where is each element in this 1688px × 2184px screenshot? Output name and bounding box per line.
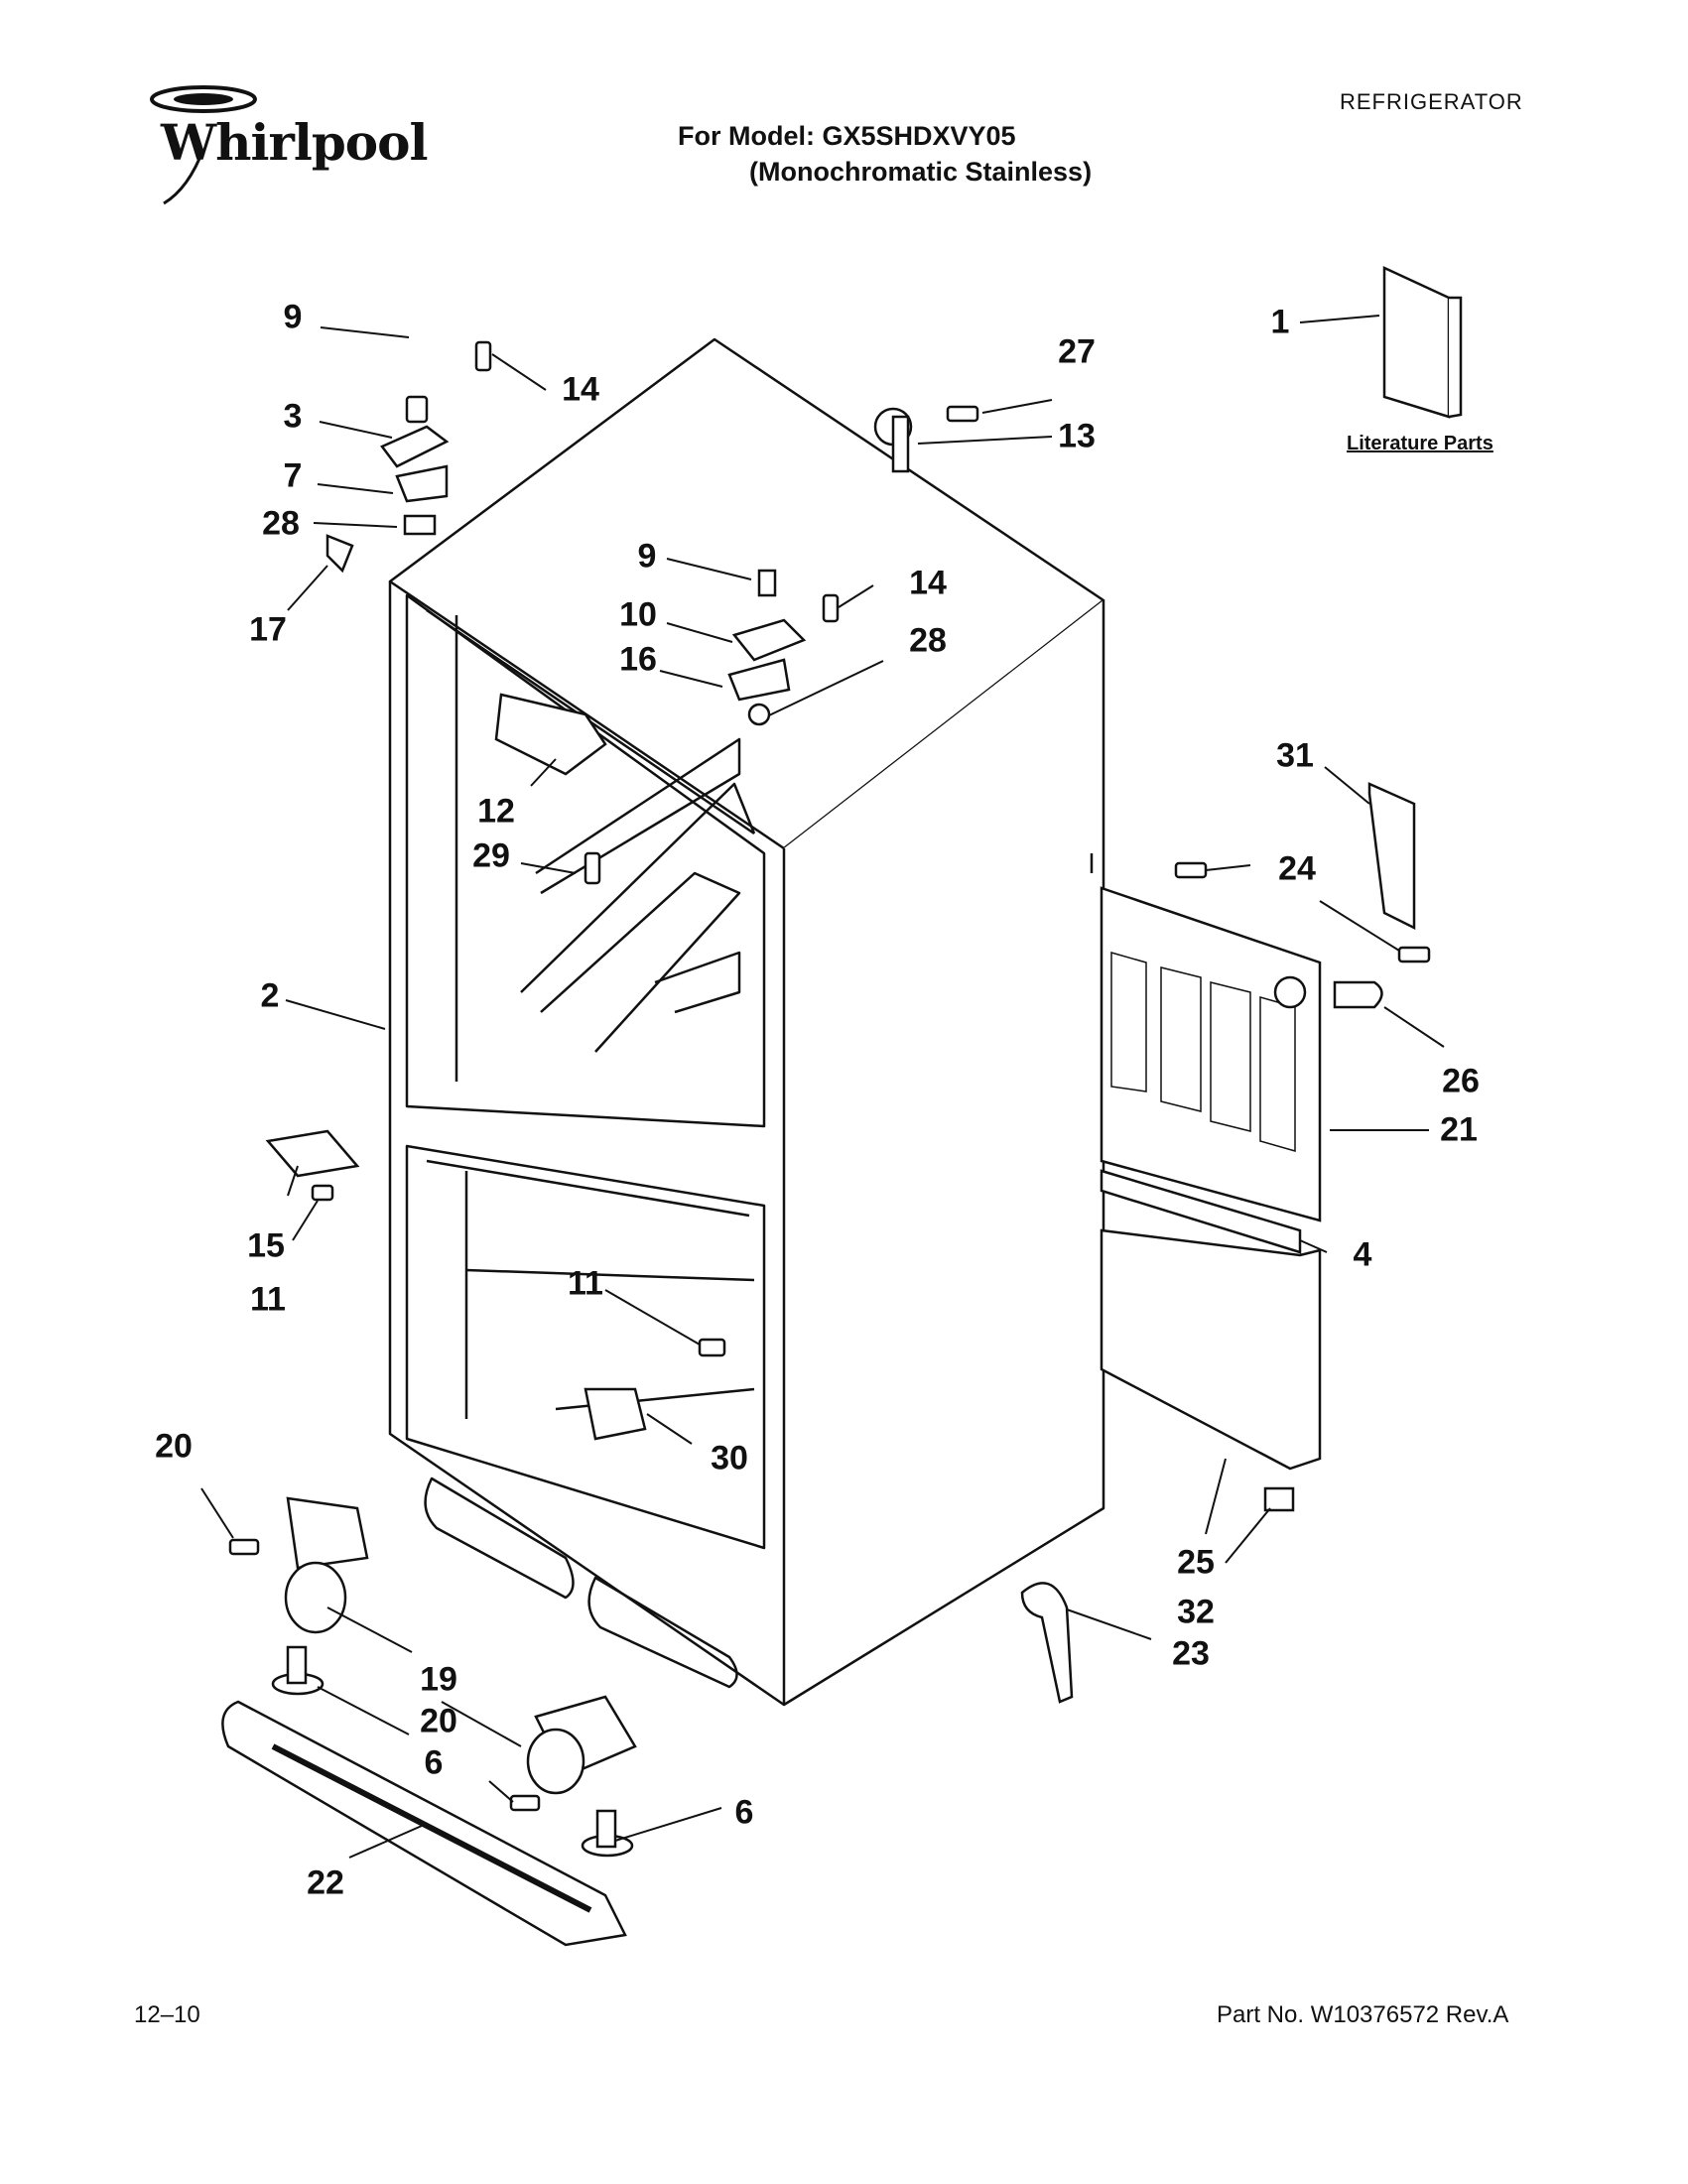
callout-27: 27 xyxy=(1058,332,1096,371)
callout-11-inner: 11 xyxy=(568,1264,603,1303)
callout-10: 10 xyxy=(619,595,657,634)
callout-23: 23 xyxy=(1172,1634,1210,1673)
callout-3: 3 xyxy=(283,397,303,436)
callout-6-left: 6 xyxy=(424,1743,444,1782)
callout-32: 32 xyxy=(1177,1593,1215,1631)
callout-28-center: 28 xyxy=(909,621,947,660)
callout-21: 21 xyxy=(1440,1110,1478,1149)
callout-16: 16 xyxy=(619,640,657,679)
callout-19: 19 xyxy=(420,1660,457,1699)
model-number: For Model: GX5SHDXVY05 xyxy=(678,121,1016,151)
callout-14: 14 xyxy=(562,370,599,409)
callout-20-left: 20 xyxy=(155,1427,193,1466)
callout-11-left: 11 xyxy=(250,1280,286,1319)
callout-4: 4 xyxy=(1353,1235,1372,1274)
callout-15: 15 xyxy=(247,1226,285,1265)
callout-26: 26 xyxy=(1442,1062,1480,1100)
brand-wordmark: Whirlpool xyxy=(161,113,428,172)
appliance-category: REFRIGERATOR xyxy=(1340,89,1523,114)
logo-swirl-icon xyxy=(150,85,257,205)
callout-2: 2 xyxy=(260,976,280,1015)
callout-30: 30 xyxy=(711,1439,748,1477)
callout-13: 13 xyxy=(1058,417,1096,455)
callout-6-right: 6 xyxy=(734,1793,754,1832)
callout-29: 29 xyxy=(472,836,510,875)
callout-17: 17 xyxy=(249,610,287,649)
callout-22: 22 xyxy=(307,1863,344,1902)
part-number: Part No. W10376572 Rev.A xyxy=(1217,2001,1509,2028)
callout-9: 9 xyxy=(283,298,303,336)
callout-14-center: 14 xyxy=(909,564,947,602)
callout-9-center: 9 xyxy=(637,537,657,576)
callout-28: 28 xyxy=(262,504,300,543)
callout-24: 24 xyxy=(1278,849,1316,888)
callout-25: 25 xyxy=(1177,1543,1215,1582)
callout-1: 1 xyxy=(1270,303,1290,341)
callout-31: 31 xyxy=(1276,736,1314,775)
callout-20-right: 20 xyxy=(420,1702,457,1740)
callout-12: 12 xyxy=(477,792,515,831)
model-finish: (Monochromatic Stainless) xyxy=(749,157,1093,187)
literature-parts-label: Literature Parts xyxy=(1347,433,1493,454)
whirlpool-logo: Whirlpool xyxy=(129,79,428,208)
callout-7: 7 xyxy=(283,456,303,495)
date-code: 12–10 xyxy=(134,2001,200,2028)
